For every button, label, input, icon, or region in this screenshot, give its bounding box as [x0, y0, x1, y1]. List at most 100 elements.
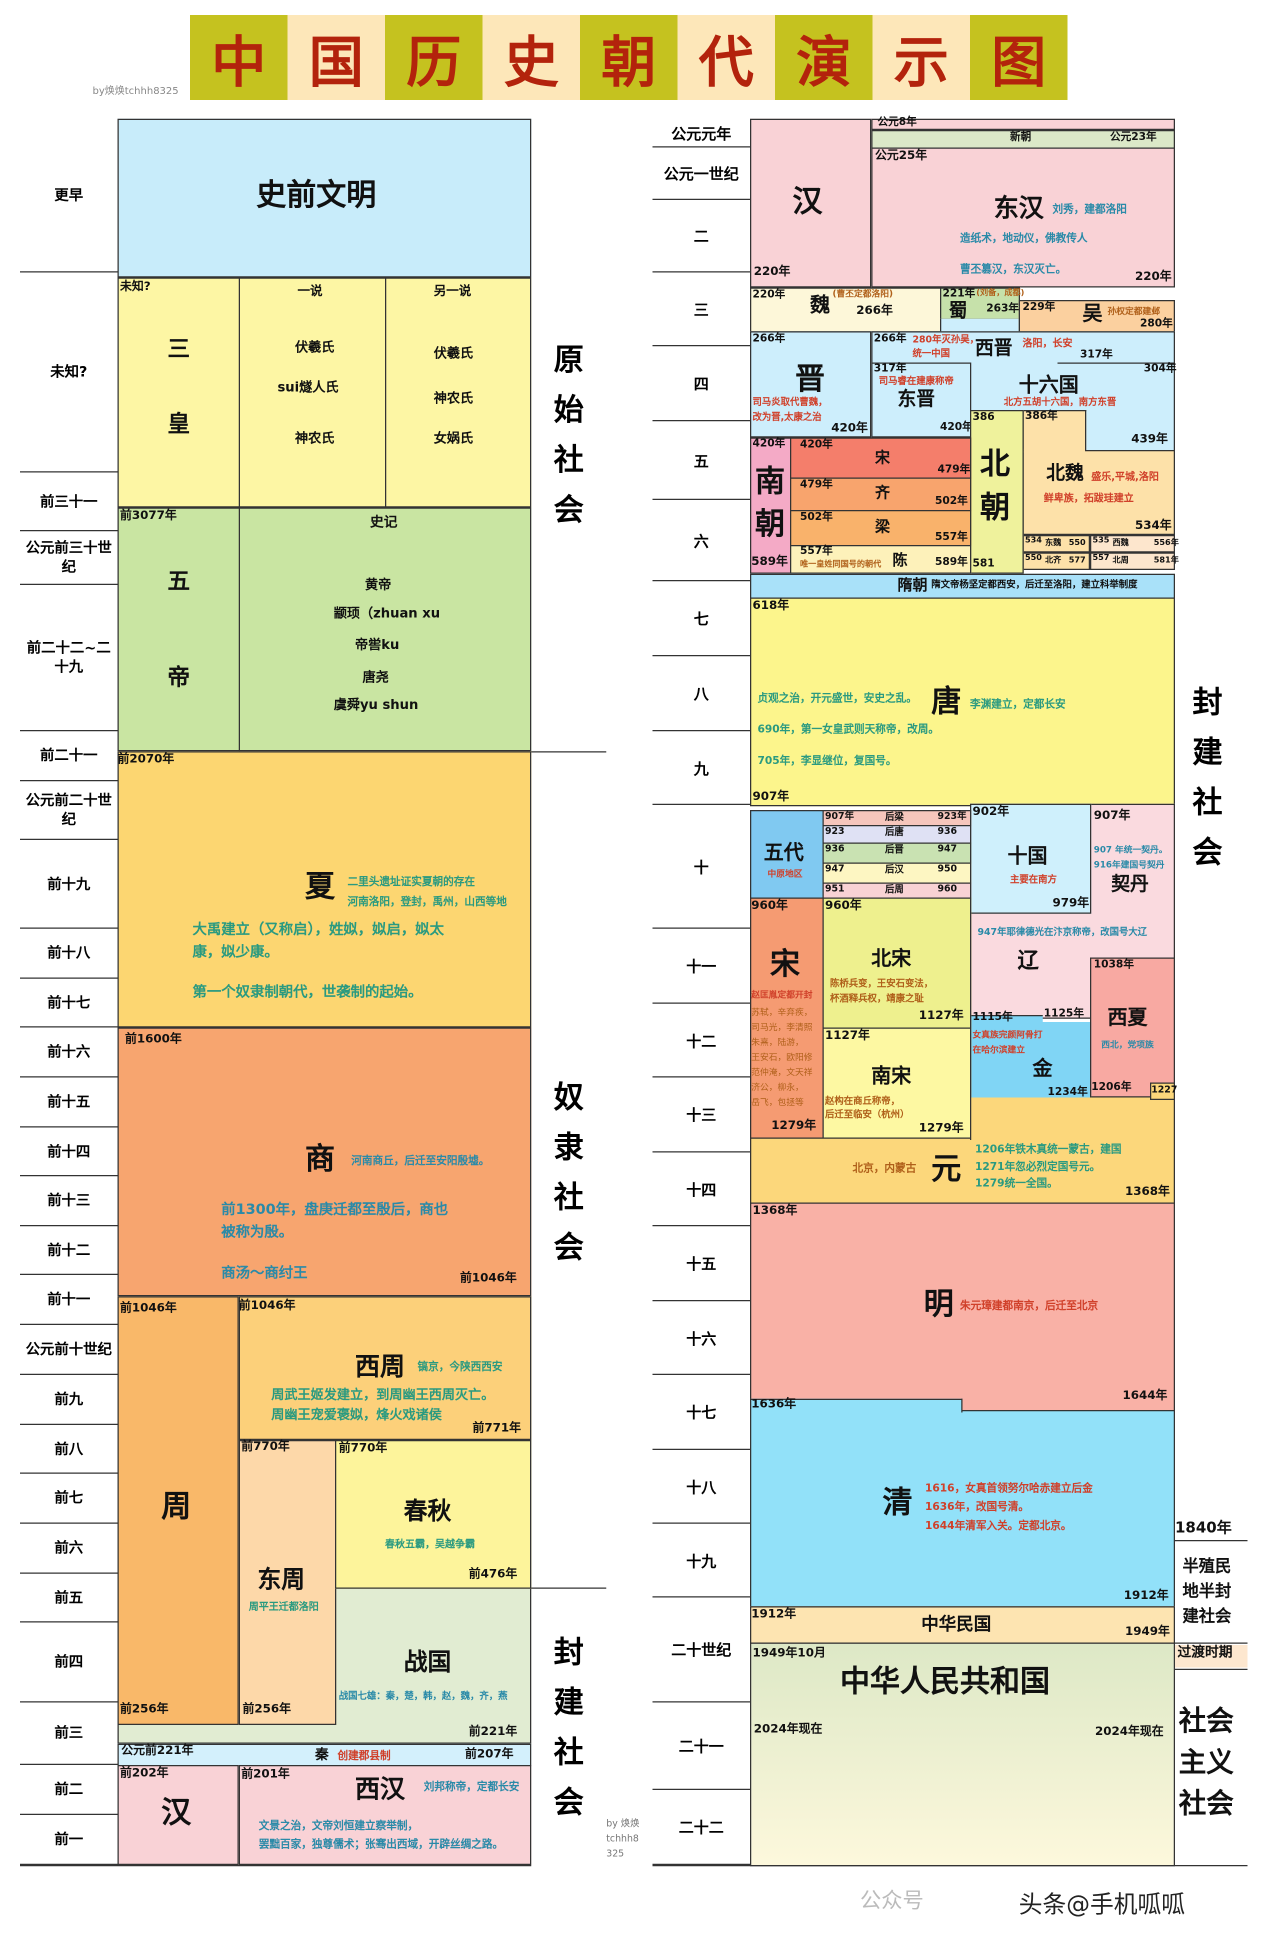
dynasty-name: 西汉	[355, 1773, 405, 1804]
dynasty-name: 新朝	[1010, 131, 1032, 144]
year-label: 前1046年	[120, 1301, 177, 1315]
title-char: 朝	[580, 15, 678, 100]
dynasty-name: 齐	[875, 483, 891, 502]
timeline-label: 二十世纪	[652, 1598, 750, 1703]
year-label: 947	[937, 842, 958, 854]
year-label: 923	[825, 825, 845, 837]
xixia-end-box	[1150, 1082, 1175, 1100]
year-label: 1636年	[751, 1397, 797, 1412]
famous-person: 王安石，欧阳修	[751, 1052, 813, 1063]
block-han-strip	[871, 118, 1175, 130]
block-ming	[750, 1202, 1175, 1412]
bottom-line	[20, 1865, 532, 1867]
note: 1206年铁木真统一蒙古，建国	[975, 1143, 1122, 1157]
ruler: 虞舜yu shun	[333, 697, 419, 713]
year-label: 前202年	[120, 1766, 169, 1780]
year-label: 前2070年	[117, 752, 175, 767]
dynasty-name: 蜀	[948, 298, 968, 322]
year-label: 420年	[800, 438, 833, 452]
timeline-label: 前七	[20, 1474, 118, 1524]
year-label: 前256年	[120, 1702, 169, 1717]
note: 女真族完颜阿骨打	[972, 1030, 1043, 1040]
block-sanhuang	[117, 277, 532, 508]
note: 河南商丘，后迁至安阳殷墟。	[351, 1155, 490, 1168]
note: 李渊建立，定都长安	[970, 698, 1066, 712]
note: 商汤～商纣王	[221, 1263, 308, 1282]
year-label: 266年	[752, 332, 786, 345]
note: 第一个奴隶制朝代，世袭制的起始。	[192, 982, 423, 1000]
year-label: 960	[937, 882, 958, 894]
ruler: 唐尧	[362, 670, 389, 685]
famous-person: 朱熹，陆游，	[751, 1037, 804, 1048]
note: 1644年清军入关。定都北京。	[925, 1520, 1072, 1533]
note: 1279统一全国。	[975, 1177, 1058, 1190]
year-label: 公元23年	[1110, 131, 1157, 144]
year-label: 1206年	[1091, 1081, 1132, 1094]
timeline-label: 二十一	[652, 1703, 750, 1790]
year-label: 557	[1092, 552, 1110, 563]
year-label: 577	[1068, 555, 1086, 565]
dynasty-name: 后周	[885, 883, 904, 895]
dynasty-name: 后唐	[885, 826, 904, 838]
dynasty-name: 秦	[315, 1746, 329, 1763]
wudi-name: 五	[167, 568, 191, 595]
note: 洛阳，长安	[1022, 337, 1073, 349]
timeline-label: 前十四	[20, 1128, 118, 1177]
year-label: 前770年	[338, 1441, 388, 1455]
year-label: 公元前221年	[121, 1743, 194, 1758]
note: 赵构在商丘称帝，	[825, 1095, 900, 1107]
note: 刘邦称帝，定都长安	[423, 1781, 520, 1794]
note: 陈桥兵变，王安石变法，	[830, 977, 934, 989]
timeline-label: 七	[652, 581, 750, 657]
note: 前1300年，盘庚迁都至殷后，商也	[221, 1200, 449, 1218]
block-prehistory	[117, 118, 532, 278]
year-label: 947	[825, 862, 845, 874]
note: 280年灭孙吴，	[912, 333, 979, 345]
note: 文景之治，文帝刘恒建立察举制，	[258, 1820, 419, 1833]
title-char: 历	[385, 15, 483, 100]
note: (刘备，成都)	[976, 287, 1025, 298]
version-label: 一说	[297, 285, 323, 299]
note: 统一中国	[912, 347, 951, 359]
timeline-label: 公元前三十世纪	[20, 531, 118, 585]
block-nanchao	[750, 437, 792, 574]
block-xizhou	[238, 1296, 532, 1440]
year-label: 前201年	[241, 1767, 290, 1782]
year-label: 220年	[1135, 270, 1172, 284]
dynasty-name: 南宋	[871, 1063, 912, 1088]
dynasty-name: 北齐	[1045, 555, 1062, 565]
block-jin-jurchen	[970, 1015, 1092, 1103]
year-label: 317年	[873, 362, 907, 375]
year-label: 1912年	[751, 1607, 797, 1622]
block-zhou	[117, 1296, 239, 1725]
era-divider	[531, 751, 607, 753]
year-label: 266年	[856, 303, 893, 318]
dynasty-name: 战国	[403, 1648, 452, 1677]
dynasty-name: 东魏	[1045, 537, 1062, 548]
era-divider	[531, 1587, 607, 1589]
block-dongzhou	[238, 1440, 337, 1725]
block-song	[750, 897, 824, 1139]
note: 杯酒释兵权，靖康之耻	[830, 992, 924, 1004]
block-xihan	[238, 1765, 532, 1865]
dynasty-name: 中华民国	[921, 1615, 992, 1635]
dynasty-name: 西周	[355, 1351, 405, 1382]
title-char: 演	[775, 15, 873, 100]
timeline-label: 前十二	[20, 1226, 118, 1275]
watermark-toutiao: 头条@手机呱呱	[1018, 1891, 1186, 1919]
note: 镐京，今陕西西安	[417, 1361, 503, 1374]
ruler: sui燧人氏	[277, 380, 339, 395]
era-slave: 奴隶社会	[553, 1080, 584, 1265]
year-label: 550	[1025, 552, 1042, 563]
block-chen	[790, 545, 972, 574]
author-credit: by焕焕tchhh8325	[92, 85, 179, 97]
dynasty-name: 后汉	[885, 863, 904, 875]
timeline-label: 十三	[652, 1078, 750, 1153]
note: 司马睿在建康称帝	[878, 375, 954, 387]
watermark-wechat: 公众号	[860, 1888, 924, 1914]
beiwei-joint	[1023, 448, 1085, 453]
note: 周幽王宠爱褒姒，烽火戏诸侯	[271, 1407, 442, 1423]
timeline-label: 前二十一	[20, 731, 118, 782]
year-label: 420年	[940, 421, 973, 434]
note: 947年耶律德光在汴京称帝，改国号大辽	[977, 926, 1148, 938]
